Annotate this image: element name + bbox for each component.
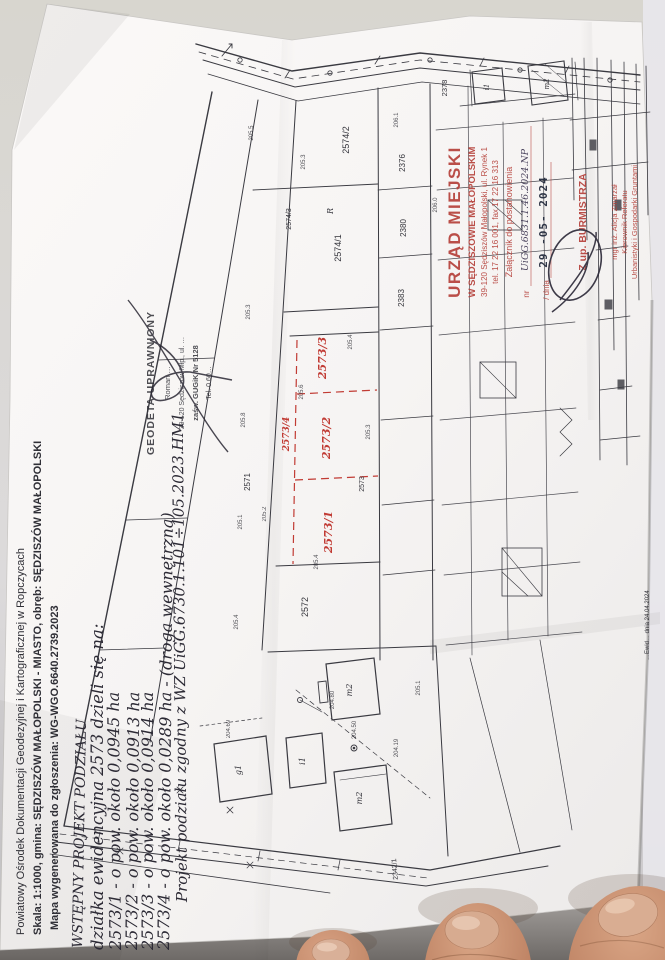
note-item: 2573/1 - o pow. około 0,0945 ha: [104, 692, 125, 951]
header-line-1: Powiatowy Ośrodek Dokumentacji Geodezyjn…: [15, 548, 27, 935]
paper-sheet: [0, 3, 660, 960]
hand-holding-paper: [289, 874, 665, 960]
new-parcel-label: 2573/3: [316, 337, 329, 381]
thumb: [425, 903, 531, 960]
new-parcel-label: 2573/4: [282, 417, 292, 453]
paper-outline: [0, 3, 653, 951]
red-subdivision-lines: [292, 339, 379, 565]
building-label: m2: [355, 792, 364, 805]
spot-height: 205.3: [366, 424, 372, 440]
spot-height: 204.19: [394, 738, 400, 757]
land-use-symbol: R: [326, 208, 335, 215]
paper-fold-corner: [14, 4, 130, 150]
office-stamp-title: URZĄD MIEJSKI: [445, 146, 464, 298]
office-stamp-signer-role: Kierownik Referatu: [620, 190, 629, 253]
surveyor-signature-stroke: [127, 299, 229, 453]
office-stamp-signer-name: mgr inż. Alicja Zmarzał: [610, 184, 619, 260]
office-stamp-signer-role: Urbanistyki i Gospodarki Gruntami: [630, 165, 639, 280]
new-parcel-label: 2573/1: [322, 511, 335, 554]
parcel-label: 2342/1: [391, 858, 400, 880]
office-stamp-case-number: UiGG.6831.1.46.2024.NP: [520, 148, 531, 271]
spot-height: 204.80: [330, 690, 336, 709]
spot-height: 205.4: [314, 554, 320, 570]
parcel-label: 2573: [359, 476, 366, 492]
spot-height: 205.5: [249, 125, 255, 141]
note-item: 2573/4 - o pow. około 0,0289 ha - (droga…: [154, 512, 177, 951]
header-line-3: Mapa wygenerowana do zgłoszenia: WG-WGO.…: [49, 605, 61, 930]
mayor-signature: [551, 231, 597, 313]
surveyor-stamp-phone: Tel. 0 60…: [206, 366, 213, 399]
surveyor-stamp-title: GEODETA UPRAWNIONY: [145, 311, 157, 455]
spot-height: 205.3: [246, 304, 252, 320]
office-stamp-date: 29 -05- 2024: [537, 176, 550, 267]
spot-height-labels: 205.5 205.3 205.8 205.1 205.4 206.1 205.…: [226, 112, 439, 757]
surveyor-stamp: GEODETA UPRAWNIONY Roman … 39-120 Sędzis…: [127, 299, 233, 455]
map-linework: [49, 43, 651, 894]
spot-height: 205.6: [299, 384, 305, 400]
spot-height: 205.4: [234, 614, 240, 630]
mayor-signature-loop: [547, 229, 603, 301]
header-line-2: Skala: 1:1000, gmina: SĘDZISZÓW MAŁOPOLS…: [31, 441, 44, 935]
spot-height: 205.4: [348, 334, 354, 350]
surveyor-stamp-name: Roman …: [163, 366, 172, 400]
office-stamp-address: 39-120 Sędziszów Małopolski, ul. Rynek 1: [480, 147, 489, 297]
note-item: 2573/2 - o pow. około 0,0913 ha: [122, 692, 143, 951]
spot-height: 205.8: [241, 412, 247, 428]
surveyor-signature: [149, 339, 233, 402]
office-stamp-nr-label: nr: [522, 290, 531, 297]
parcel-label: 2376: [398, 154, 407, 172]
building-label: i1: [483, 84, 491, 91]
office-stamp: URZĄD MIEJSKI W SĘDZISZOWIE MAŁOPOLSKIM …: [445, 126, 639, 313]
note-item: 2573/3 - o pow. około 0,0914 ha: [138, 692, 157, 951]
edge-note: …Ewid… dnia 24.04.2024: [645, 590, 651, 660]
office-stamp-date-label: / dnia: [542, 280, 551, 300]
map-labels: 2574/2 2574/3 2574/1 2376 2378 2380 2383…: [226, 78, 551, 880]
handwritten-notes: WSTĘPNY PROJEKT PODZIAŁU działka ewidenc…: [70, 412, 191, 951]
building-label: i1: [298, 757, 307, 765]
office-stamp-signed-by: Z up. BURMISTRZA: [577, 173, 589, 271]
spot-height: 204.69: [226, 719, 232, 738]
index-fingertip: [296, 930, 370, 960]
spot-height: 205.2: [262, 506, 268, 522]
map-header: Powiatowy Ośrodek Dokumentacji Geodezyjn…: [15, 441, 61, 935]
paper-shading: [0, 700, 170, 960]
parcel-label: 2572: [300, 597, 310, 617]
parcel-label: 2571: [243, 473, 252, 491]
spot-height: 205.3: [301, 154, 307, 170]
surveyor-stamp-license: zaśw. GUGiK Nr 5128: [191, 345, 200, 421]
parcel-label: 2574/2: [341, 126, 351, 154]
parcel-label: 2574/3: [286, 208, 293, 230]
building-label: m2: [345, 684, 354, 697]
parcel-label: 2378: [440, 80, 449, 97]
office-stamp-subtitle: W SĘDZISZOWIE MAŁOPOLSKIM: [467, 146, 478, 297]
spot-height: 205.1: [416, 680, 422, 696]
parcel-label: 2380: [399, 219, 408, 237]
spot-height: 204.50: [352, 720, 358, 739]
new-parcel-label: 2573/2: [320, 417, 333, 461]
office-stamp-phone: tel. 17 22 16 001, fax 17 22 16 313: [491, 160, 500, 284]
spot-height: 206.0: [433, 197, 439, 213]
office-stamp-attachment: Załącznik do postanowienia: [504, 167, 514, 278]
middle-finger: [568, 886, 665, 960]
parcel-label: 2574/1: [333, 234, 343, 262]
paper-crease: [252, 40, 296, 960]
note-footer: Projekt podziału zgodny z WZ UiGG.6730.1…: [169, 412, 191, 903]
note-intro: działka ewidencyjna 2573 dzieli się na:: [88, 624, 107, 950]
building-label: g1: [234, 765, 243, 775]
building-label: m2: [543, 78, 551, 90]
spot-height: 206.1: [394, 112, 400, 128]
paper-crease: [430, 612, 660, 654]
parcel-label: 2383: [397, 289, 406, 307]
note-title: WSTĘPNY PROJEKT PODZIAŁU: [70, 718, 90, 948]
spot-height: 205.1: [238, 514, 244, 530]
